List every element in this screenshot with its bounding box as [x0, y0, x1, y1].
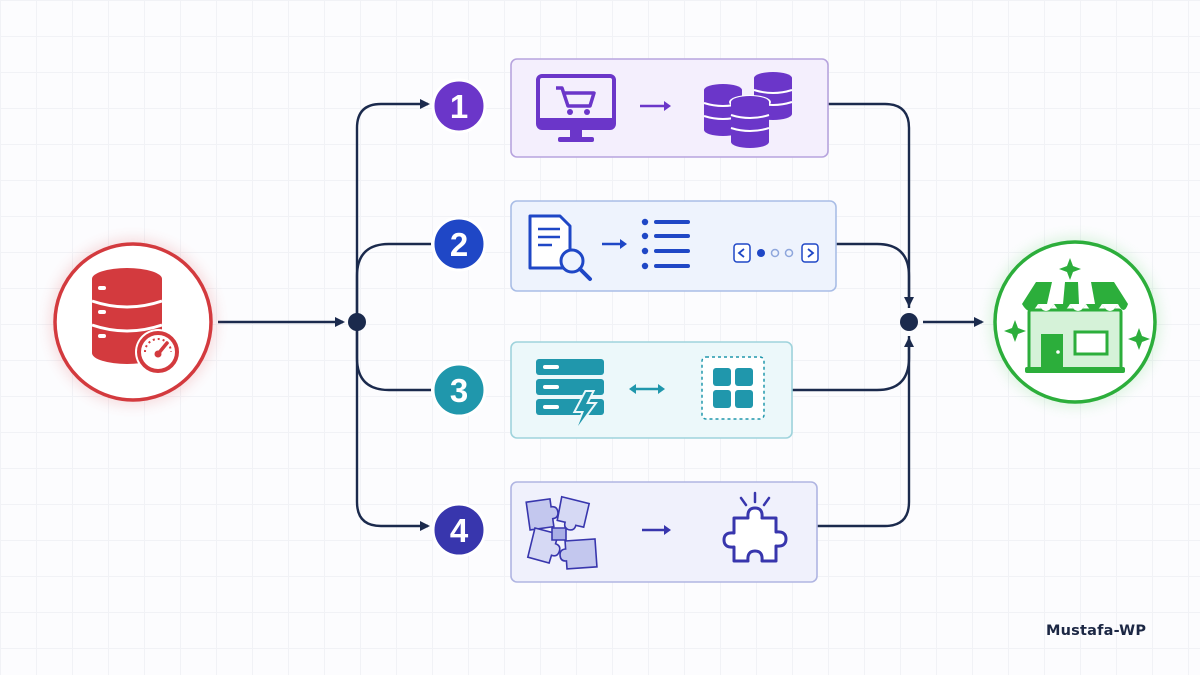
merge-connector-1	[828, 102, 914, 307]
puzzle-piece-icon	[722, 491, 788, 563]
merge-connector-4	[817, 336, 911, 528]
grid-icon	[701, 356, 765, 420]
step-1-badge	[431, 78, 487, 134]
source-node	[49, 238, 217, 406]
arrow-right-icon	[602, 239, 627, 249]
step-2: 2	[431, 200, 837, 292]
step-4-number: 4	[450, 512, 469, 549]
server-bolt-icon	[536, 359, 604, 428]
branch-connector-2	[355, 242, 431, 322]
step-4-badge	[431, 502, 487, 558]
scattered-puzzle-pieces-icon	[525, 495, 598, 570]
arrow-right-icon	[642, 525, 671, 535]
step-2-card	[510, 200, 837, 292]
list-icon	[641, 218, 690, 270]
step-3: 3	[431, 341, 793, 439]
merge-connector-2	[836, 242, 911, 308]
step-2-number: 2	[450, 226, 468, 263]
storefront-icon	[1022, 282, 1128, 373]
step-1-number: 1	[450, 88, 468, 125]
sparkle-icon	[1004, 320, 1026, 342]
destination-node	[989, 236, 1161, 408]
sparkle-icon	[1128, 328, 1150, 350]
document-search-icon	[528, 214, 592, 281]
database-stack-icon	[703, 72, 793, 148]
branch-connector-1	[355, 99, 430, 322]
branch-connector-4	[355, 322, 430, 531]
connectors	[218, 99, 984, 531]
arrow-right-icon	[640, 101, 671, 111]
sparkle-icon	[1059, 258, 1081, 280]
merge-node	[900, 313, 918, 331]
merge-connector-3	[792, 337, 914, 392]
pagination-icon	[733, 243, 819, 263]
step-4: 4	[431, 481, 818, 583]
step-1: 1	[431, 58, 829, 158]
watermark: Mustafa-WP	[1046, 623, 1147, 639]
split-node	[348, 313, 366, 331]
branch-connector-3	[355, 322, 431, 392]
database-speedometer-icon	[91, 268, 181, 375]
step-2-badge	[431, 216, 487, 272]
shopping-cart-monitor-icon	[536, 74, 616, 142]
step-3-badge	[431, 362, 487, 418]
double-arrow-icon	[629, 384, 665, 394]
step-3-number: 3	[450, 372, 468, 409]
